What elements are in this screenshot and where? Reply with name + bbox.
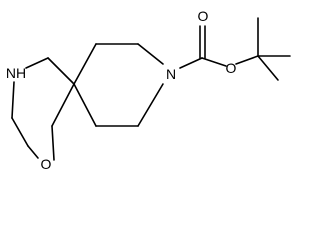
bond-nh-ch2 <box>11 81 15 119</box>
structure-canvas: N O O NH O <box>6 8 291 172</box>
atom-nh-ring: NH <box>6 65 26 81</box>
svg-text:NH: NH <box>6 65 26 81</box>
svg-text:N: N <box>166 66 176 82</box>
bond-c6-n <box>137 83 164 127</box>
bond-ch2-o <box>27 145 39 159</box>
bond-o-carbonyl-c <box>201 57 227 67</box>
atom-n-piperidine: N <box>166 66 176 82</box>
atom-o-ring: O <box>41 156 52 172</box>
atom-o-ester: O <box>226 60 237 76</box>
bond-ch2-ch2 <box>11 117 29 147</box>
bond-tbu-c-me-bottom <box>257 55 279 81</box>
bond-carbonyl-n <box>179 57 203 69</box>
svg-text:O: O <box>198 8 209 24</box>
bond-ch2-bottom-spiro <box>51 83 75 127</box>
svg-text:O: O <box>226 60 237 76</box>
bond-ch2-top-nh <box>25 57 49 69</box>
bond-spiro-ch2-top <box>47 57 75 85</box>
bond-spiro-c5 <box>73 83 97 127</box>
bond-o-ch2-bottom <box>51 125 55 161</box>
atom-o-carbonyl: O <box>198 8 209 24</box>
bond-c3-spiro <box>73 43 97 85</box>
bond-tbu-c-o <box>235 55 259 65</box>
svg-text:O: O <box>41 156 52 172</box>
chemical-structure: N O O NH O <box>6 8 291 172</box>
bond-n-c2 <box>137 43 164 65</box>
